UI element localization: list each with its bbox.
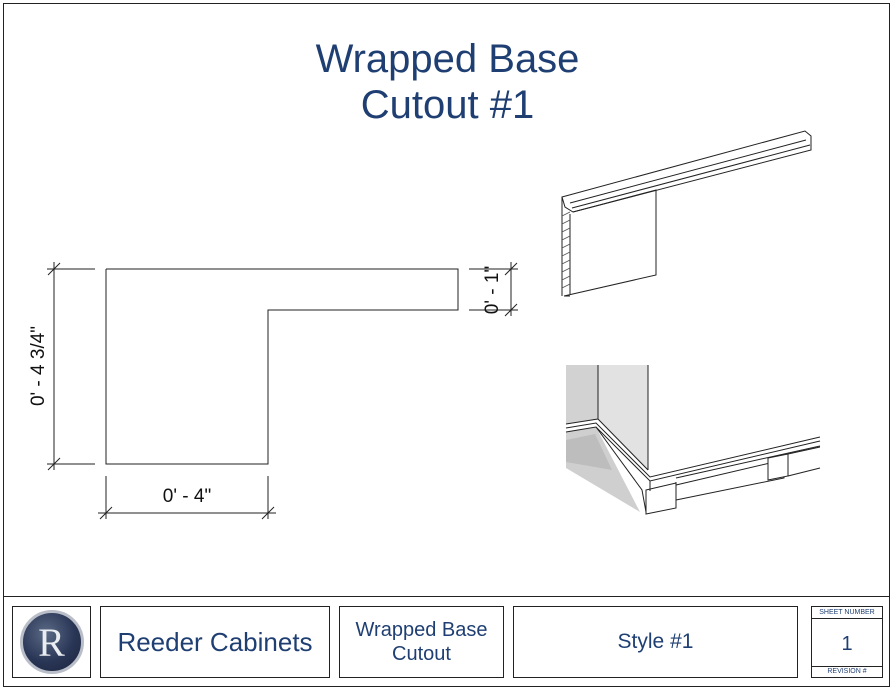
sheet-border	[3, 3, 890, 687]
sheet-number: 1	[841, 633, 853, 655]
sheet-number-box: SHEET NUMBER 1 REVISION #	[811, 606, 883, 678]
company-logo: R	[19, 610, 84, 674]
title-line-2: Cutout #1	[360, 83, 535, 127]
drawing-name-line-1: Wrapped Base	[355, 619, 488, 641]
isometric-cutout-view	[561, 130, 812, 297]
cutout-profile	[105, 268, 459, 465]
isometric-installed-view	[565, 365, 821, 515]
company-name: Reeder Cabinets	[117, 626, 313, 657]
sheet-title: Wrapped Base Cutout #1	[0, 36, 895, 128]
width-dimension	[98, 476, 276, 520]
height-dimension	[47, 262, 95, 471]
width-dimension-label: 0' - 4"	[163, 486, 211, 507]
height-dimension-label: 0' - 4 3/4"	[28, 326, 49, 406]
style-label: Style #1	[617, 630, 694, 653]
revision-label: REVISION #	[812, 666, 882, 677]
logo-box: R	[12, 606, 91, 678]
drawing-area: 0' - 4 3/4" 0' - 4" 0' - 1"	[28, 130, 821, 520]
title-line-1: Wrapped Base	[315, 37, 580, 81]
logo-letter: R	[38, 619, 65, 665]
style-box: Style #1	[513, 606, 798, 678]
drawing-name-line-2: Cutout	[392, 643, 451, 665]
company-name-box: Reeder Cabinets	[100, 606, 330, 678]
drawing-name-box: Wrapped Base Cutout	[339, 606, 504, 678]
title-block-divider	[3, 596, 890, 597]
lip-dimension-label: 0' - 1"	[482, 266, 503, 314]
sheet-number-label: SHEET NUMBER	[812, 608, 882, 619]
lip-dimension	[469, 262, 518, 317]
